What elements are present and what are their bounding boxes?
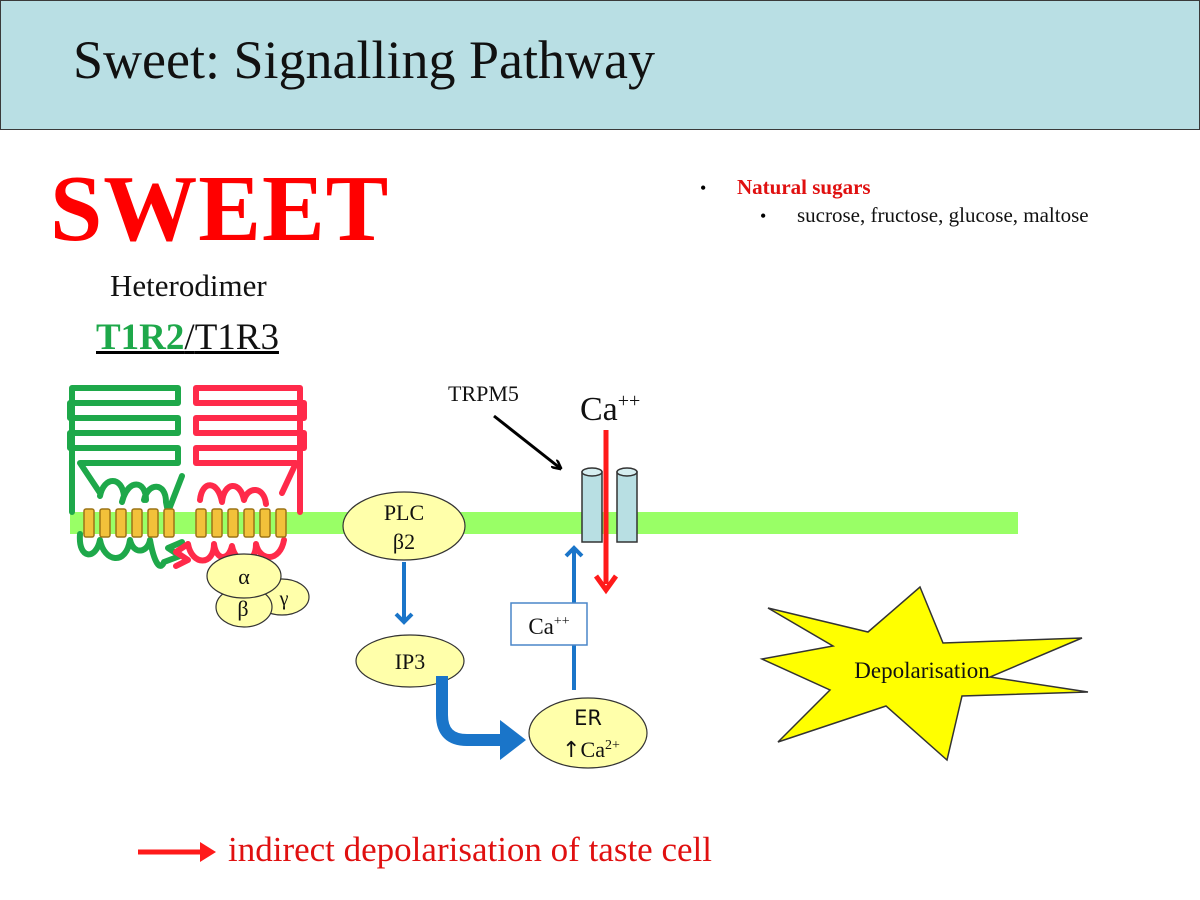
bullet-sub-text: sucrose, fructose, glucose, maltose	[797, 203, 1089, 228]
calcium-release-box	[510, 602, 588, 646]
bullet-list: • Natural sugars • sucrose, fructose, gl…	[700, 173, 1089, 230]
g-alpha-label: α	[238, 564, 250, 589]
plc-beta2-node	[342, 491, 466, 561]
calcium-influx-label: Ca++	[580, 390, 640, 428]
g-alpha-subunit	[206, 553, 282, 599]
conclusion-text: indirect depolarisation of taste cell	[228, 830, 712, 869]
title-bar: Sweet: Signalling Pathway	[0, 0, 1200, 130]
t1r2-receptor	[67, 385, 185, 569]
er-ca-base: Ca	[581, 737, 606, 762]
bullet-main-row: • Natural sugars	[700, 173, 1089, 201]
ip3-to-er-arrow	[436, 676, 526, 760]
ca-box-sup: ++	[554, 614, 570, 629]
conclusion-arrow-icon	[138, 842, 216, 862]
plc-beta2-label: β2	[393, 529, 415, 554]
ca-box-base: Ca	[528, 614, 554, 639]
slide-title: Sweet: Signalling Pathway	[73, 30, 655, 90]
depolarisation-star	[759, 585, 1089, 762]
er-calcium-label: ↑Ca2+	[562, 737, 620, 763]
receptor-subunit-b: T1R3	[194, 317, 279, 358]
receptor-separator: /	[184, 317, 195, 358]
t1r3-receptor	[173, 385, 307, 569]
g-gamma-label: γ	[279, 588, 289, 610]
depolarisation-label: Depolarisation	[854, 658, 990, 683]
er-node	[528, 697, 648, 769]
up-arrow-icon: ↑	[562, 738, 580, 763]
transmembrane-helices	[83, 508, 287, 538]
trpm5-label: TRPM5	[448, 381, 519, 406]
cell-membrane	[70, 512, 1018, 534]
receptor-subunit-a: T1R2	[96, 317, 185, 358]
ip3-label: IP3	[395, 649, 426, 674]
trpm5-channel	[581, 467, 638, 543]
ca-channel-base: Ca	[580, 391, 618, 428]
calcium-influx-arrow	[593, 430, 619, 595]
taste-heading: SWEET	[50, 157, 390, 261]
g-beta-label: β	[237, 596, 248, 621]
bullet-sub-row: • sucrose, fructose, glucose, maltose	[700, 201, 1089, 229]
bullet-sub-dot-icon: •	[760, 206, 767, 227]
receptor-type-label: Heterodimer	[110, 268, 267, 303]
trpm5-pointer-arrow	[493, 414, 560, 468]
ip3-node	[355, 634, 465, 688]
calcium-release-label: Ca++	[528, 614, 569, 639]
ca-channel-sup: ++	[618, 390, 641, 412]
plc-label: PLC	[384, 500, 424, 525]
bullet-main-text: Natural sugars	[737, 175, 871, 199]
receptor-name: T1R2/T1R3	[96, 316, 279, 359]
er-ca-sup: 2+	[605, 738, 620, 753]
er-label: ER	[574, 706, 602, 730]
bullet-dot-icon: •	[700, 178, 707, 198]
